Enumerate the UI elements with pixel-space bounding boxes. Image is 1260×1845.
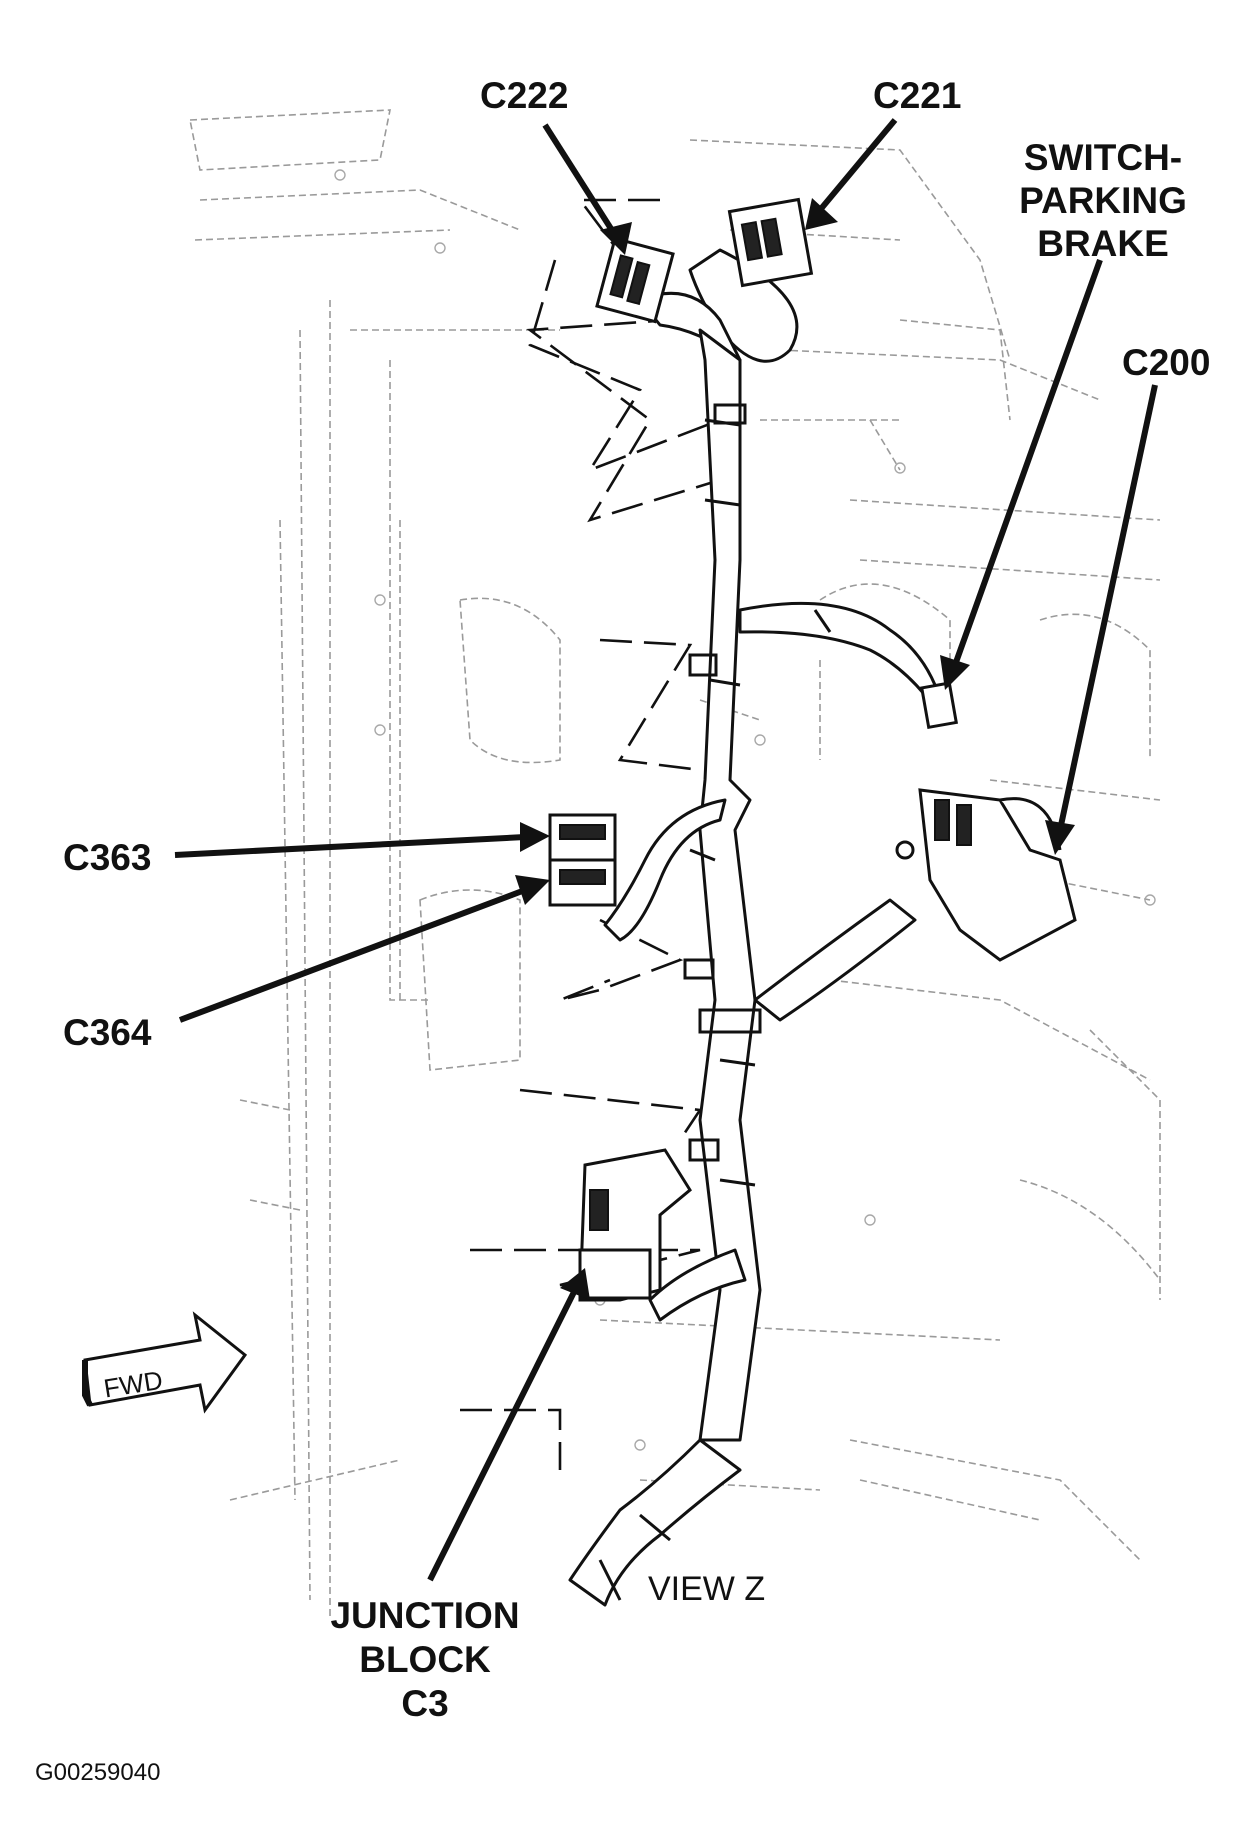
label-c364: C364 (63, 1012, 152, 1053)
label-c363: C363 (63, 837, 151, 878)
junction-block-c3-body (578, 1148, 692, 1302)
connector-switch-parking-brake-body (920, 681, 959, 730)
connector-c364-body (548, 858, 617, 907)
figure-id: G00259040 (35, 1759, 160, 1786)
label-switch-line3: BRAKE (1037, 223, 1169, 264)
label-c222: C222 (480, 75, 568, 116)
label-c221: C221 (873, 75, 961, 116)
connector-c363-body (548, 813, 617, 862)
connector-c222-body (595, 236, 675, 324)
connector-c200-body (918, 788, 1077, 962)
label-junction-line3: C3 (401, 1683, 448, 1724)
label-junction-line1: JUNCTION (330, 1595, 519, 1636)
leader-arrows (174, 118, 1158, 1582)
wiring-harness (568, 248, 937, 1607)
vehicle-structure-background (189, 109, 1161, 1620)
forward-direction-arrow: FWD (82, 1311, 248, 1414)
connector-c221-body (727, 197, 814, 288)
label-junction-line2: BLOCK (359, 1639, 491, 1680)
label-switch-line1: SWITCH- (1024, 137, 1182, 178)
label-switch-line2: PARKING (1019, 180, 1187, 221)
callout-labels: C222 C221 SWITCH- PARKING BRAKE C200 C36… (35, 75, 1210, 1786)
label-c200: C200 (1122, 342, 1210, 383)
view-label: VIEW Z (648, 1570, 765, 1608)
